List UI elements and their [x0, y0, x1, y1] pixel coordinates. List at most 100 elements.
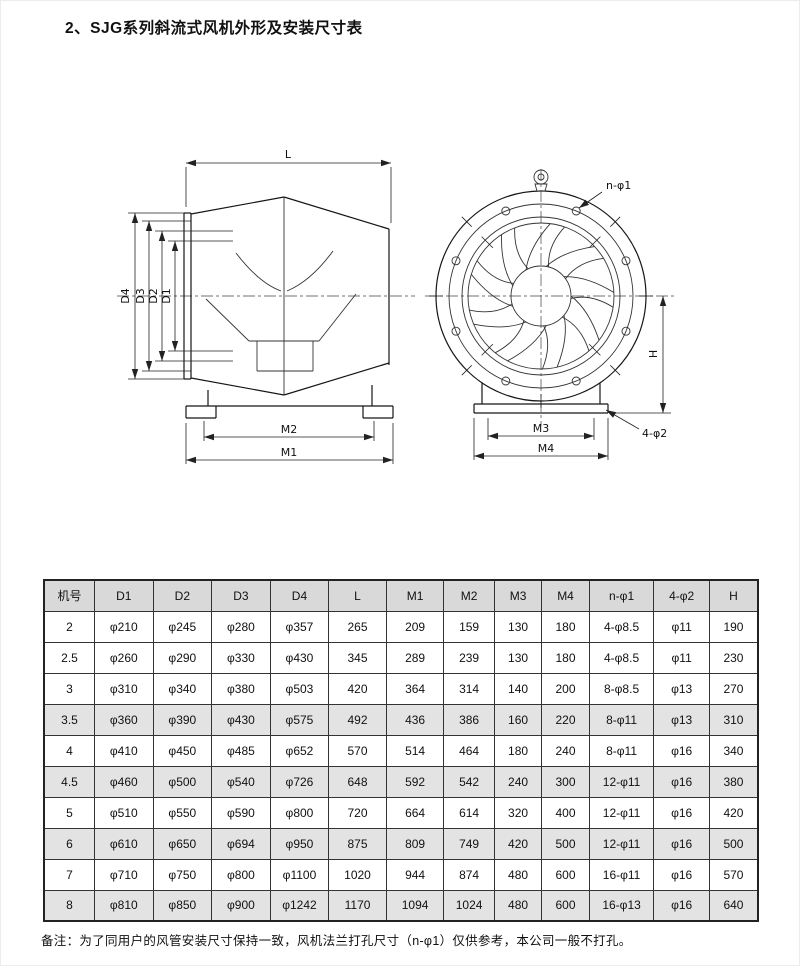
table-cell: φ610	[93, 827, 154, 860]
table-cell: 180	[541, 610, 590, 643]
table-cell: φ210	[93, 610, 154, 643]
table-cell: φ340	[152, 672, 213, 705]
table-cell: φ650	[152, 827, 213, 860]
table-cell: 160	[493, 703, 543, 736]
table-cell: 664	[385, 796, 445, 829]
table-cell: φ260	[93, 641, 154, 674]
table-cell: φ390	[152, 703, 213, 736]
table-cell: φ357	[269, 610, 330, 643]
table-cell: 749	[443, 827, 495, 860]
table-cell: φ575	[269, 703, 330, 736]
table-cell: φ245	[152, 610, 213, 643]
table-cell: 12-φ11	[588, 765, 655, 798]
leader-label-4-phi2: 4-φ2	[642, 427, 667, 440]
column-header: 机号	[43, 579, 95, 612]
side-view-drawing: L D4 D3 D2 D1 M2 M1	[117, 148, 415, 464]
table-cell: 180	[493, 734, 543, 767]
column-header: M2	[443, 579, 495, 612]
column-header: D1	[93, 579, 154, 612]
table-cell: 239	[443, 641, 495, 674]
table-cell: 500	[541, 827, 590, 860]
dim-label-M1: M1	[281, 446, 298, 459]
table-cell: 514	[385, 734, 445, 767]
table-cell: 300	[541, 765, 590, 798]
table-cell: φ16	[653, 858, 710, 891]
eye-bolt	[533, 169, 549, 192]
table-cell: 600	[541, 858, 590, 891]
table-cell: φ510	[93, 796, 154, 829]
table-cell: φ380	[211, 672, 271, 705]
table-cell: 320	[493, 796, 543, 829]
dim-label-M3: M3	[533, 422, 550, 435]
table-cell: φ16	[653, 796, 710, 829]
table-cell: φ950	[269, 827, 330, 860]
table-cell: 648	[328, 765, 387, 798]
table-cell: 600	[541, 889, 590, 922]
table-cell: 364	[385, 672, 445, 705]
table-cell: 7	[43, 858, 95, 891]
column-header: D3	[211, 579, 271, 612]
table-cell: φ16	[653, 765, 710, 798]
table-cell: φ800	[211, 858, 271, 891]
bolt-holes	[451, 206, 631, 386]
table-cell: 240	[541, 734, 590, 767]
table-cell: 592	[385, 765, 445, 798]
table-cell: 16-φ13	[588, 889, 655, 922]
table-cell: φ694	[211, 827, 271, 860]
table-cell: 1024	[443, 889, 495, 922]
table-cell: φ430	[269, 641, 330, 674]
table-cell: φ1242	[269, 889, 330, 922]
table-cell: φ800	[269, 796, 330, 829]
table-cell: 500	[708, 827, 759, 860]
table-cell: φ460	[93, 765, 154, 798]
table-cell: φ726	[269, 765, 330, 798]
table-cell: 200	[541, 672, 590, 705]
table-cell: φ11	[653, 610, 710, 643]
table-cell: φ290	[152, 641, 213, 674]
table-cell: 12-φ11	[588, 796, 655, 829]
column-header: D4	[269, 579, 330, 612]
technical-drawings: L D4 D3 D2 D1 M2 M1	[1, 141, 800, 521]
table-cell: 480	[493, 889, 543, 922]
table-cell: 345	[328, 641, 387, 674]
table-cell: 265	[328, 610, 387, 643]
table-cell: φ13	[653, 703, 710, 736]
table-cell: 436	[385, 703, 445, 736]
table-cell: 1094	[385, 889, 445, 922]
table-cell: φ16	[653, 827, 710, 860]
table-cell: φ16	[653, 734, 710, 767]
dim-label-D1: D1	[160, 288, 173, 303]
table-cell: 310	[708, 703, 759, 736]
table-cell: 2	[43, 610, 95, 643]
table-cell: 130	[493, 610, 543, 643]
column-header: 4-φ2	[653, 579, 710, 612]
table-cell: 289	[385, 641, 445, 674]
table-cell: 270	[708, 672, 759, 705]
mounting-base	[473, 383, 609, 414]
table-cell: 420	[708, 796, 759, 829]
column-header: L	[328, 579, 387, 612]
table-cell: 4	[43, 734, 95, 767]
table-cell: 130	[493, 641, 543, 674]
table-cell: φ710	[93, 858, 154, 891]
table-cell: φ503	[269, 672, 330, 705]
table-cell: 180	[541, 641, 590, 674]
table-cell: φ450	[152, 734, 213, 767]
table-cell: 720	[328, 796, 387, 829]
table-cell: φ500	[152, 765, 213, 798]
table-cell: φ590	[211, 796, 271, 829]
table-cell: φ550	[152, 796, 213, 829]
table-cell: φ16	[653, 889, 710, 922]
table-cell: 8-φ11	[588, 734, 655, 767]
column-header: M1	[385, 579, 445, 612]
table-cell: 4-φ8.5	[588, 610, 655, 643]
table-cell: 542	[443, 765, 495, 798]
table-cell: φ360	[93, 703, 154, 736]
